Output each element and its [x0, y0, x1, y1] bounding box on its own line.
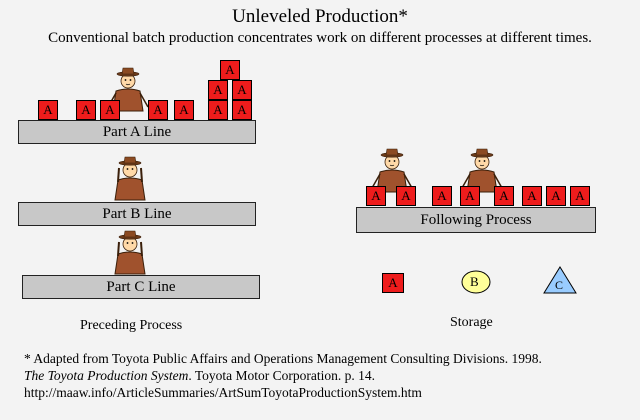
following-box: A	[570, 186, 590, 206]
footnote-publisher: . Toyota Motor Corporation. p. 14.	[188, 368, 376, 383]
storage-legend-a: A	[382, 273, 404, 293]
following-box: A	[522, 186, 542, 206]
worker-part-c-idle	[114, 230, 146, 275]
part-a-box: A	[148, 100, 168, 120]
footnote-book-title: The Toyota Production System	[24, 368, 189, 383]
worker-part-b-idle	[114, 156, 146, 201]
footnote-url: http://maaw.info/ArticleSummaries/ArtSum…	[24, 385, 422, 400]
following-box: A	[432, 186, 452, 206]
following-process-line: Following Process	[356, 207, 596, 233]
following-box: A	[494, 186, 514, 206]
part-a-box: A	[208, 80, 228, 100]
part-a-box: A	[220, 60, 240, 80]
part-a-box: A	[38, 100, 58, 120]
preceding-process-caption: Preceding Process	[80, 318, 183, 333]
footnote-line-2: The Toyota Production System. Toyota Mot…	[24, 367, 624, 384]
part-a-box: A	[232, 100, 252, 120]
storage-legend-b: B	[470, 274, 479, 289]
storage-caption: Storage	[450, 315, 493, 330]
following-box: A	[546, 186, 566, 206]
following-box: A	[396, 186, 416, 206]
part-a-box: A	[76, 100, 96, 120]
part-a-box: A	[100, 100, 120, 120]
following-box: A	[460, 186, 480, 206]
diagram-subtitle: Conventional batch production concentrat…	[48, 30, 592, 46]
part-a-box: A	[232, 80, 252, 100]
part-a-box: A	[208, 100, 228, 120]
part-b-line: Part B Line	[18, 202, 256, 226]
storage-legend-c: C	[555, 278, 564, 292]
following-box: A	[366, 186, 386, 206]
footnote: * Adapted from Toyota Public Affairs and…	[24, 350, 624, 401]
part-a-line: Part A Line	[18, 120, 256, 144]
diagram-title: Unleveled Production*	[232, 6, 408, 27]
footnote-line-1: * Adapted from Toyota Public Affairs and…	[24, 351, 542, 366]
part-c-line: Part C Line	[22, 275, 260, 299]
part-a-box: A	[174, 100, 194, 120]
